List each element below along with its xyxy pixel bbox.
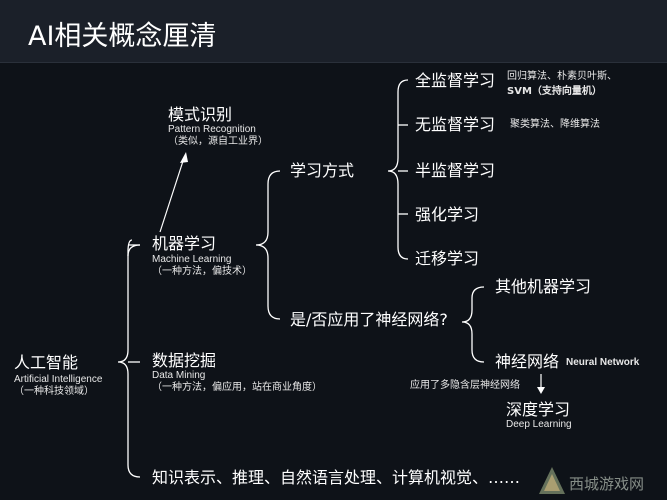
watermark-text: 西城游戏网: [569, 475, 645, 493]
nn-en: Neural Network: [566, 357, 640, 368]
unsupervised-note: 聚类算法、降维算法: [510, 119, 600, 130]
ml-en: Machine Learning: [152, 254, 232, 265]
root-to-ml-curve: [127, 244, 141, 257]
supervised-note-1: 回归算法、朴素贝叶斯、: [507, 71, 617, 82]
supervised-label: 全监督学习: [415, 71, 496, 90]
root-bracket: [117, 239, 141, 478]
reinforcement-label: 强化学习: [415, 205, 480, 224]
pattern-note: （类似，源自工业界）: [168, 136, 268, 147]
root-note: （一种科技领域）: [14, 386, 94, 397]
dm-note: （一种方法，偏应用，站在商业角度）: [152, 382, 322, 393]
semi-supervised-label: 半监督学习: [415, 161, 496, 180]
other-ml-label: 其他机器学习: [495, 277, 592, 296]
title-bar: AI相关概念厘清: [0, 0, 667, 63]
page-title: AI相关概念厘清: [28, 21, 217, 52]
learning-mode-label: 学习方式: [290, 161, 355, 180]
ml-pattern-arrowhead: [180, 152, 188, 163]
nn-bracket: [461, 286, 485, 363]
dm-label: 数据挖掘: [152, 351, 217, 370]
nn-dl-arrowhead: [537, 387, 545, 394]
mode-bracket: [387, 79, 409, 260]
dl-en: Deep Learning: [506, 419, 572, 430]
nn-label: 神经网络: [495, 352, 560, 371]
pattern-label: 模式识别: [168, 105, 233, 124]
pattern-en: Pattern Recognition: [168, 124, 256, 135]
supervised-note-2: SVM（支持向量机）: [507, 86, 602, 97]
root-en: Artificial Intelligence: [14, 374, 103, 385]
dm-en: Data Mining: [152, 370, 206, 381]
nn-note: 应用了多隐含层神经网络: [410, 380, 520, 391]
dl-label: 深度学习: [506, 400, 571, 419]
unsupervised-label: 无监督学习: [415, 115, 496, 134]
root-label: 人工智能: [14, 353, 79, 372]
watermark-logo-icon: [539, 467, 565, 494]
transfer-label: 迁移学习: [415, 249, 480, 268]
ml-label: 机器学习: [152, 234, 217, 253]
other-fields-label: 知识表示、推理、自然语言处理、计算机视觉、……: [152, 468, 521, 487]
nn-question-label: 是/否应用了神经网络?: [290, 310, 448, 329]
ml-note: （一种方法，偏技术）: [152, 266, 252, 277]
ml-bracket: [255, 170, 281, 320]
watermark: 西城游戏网: [533, 462, 667, 500]
ml-pattern-arrow: [159, 157, 185, 233]
